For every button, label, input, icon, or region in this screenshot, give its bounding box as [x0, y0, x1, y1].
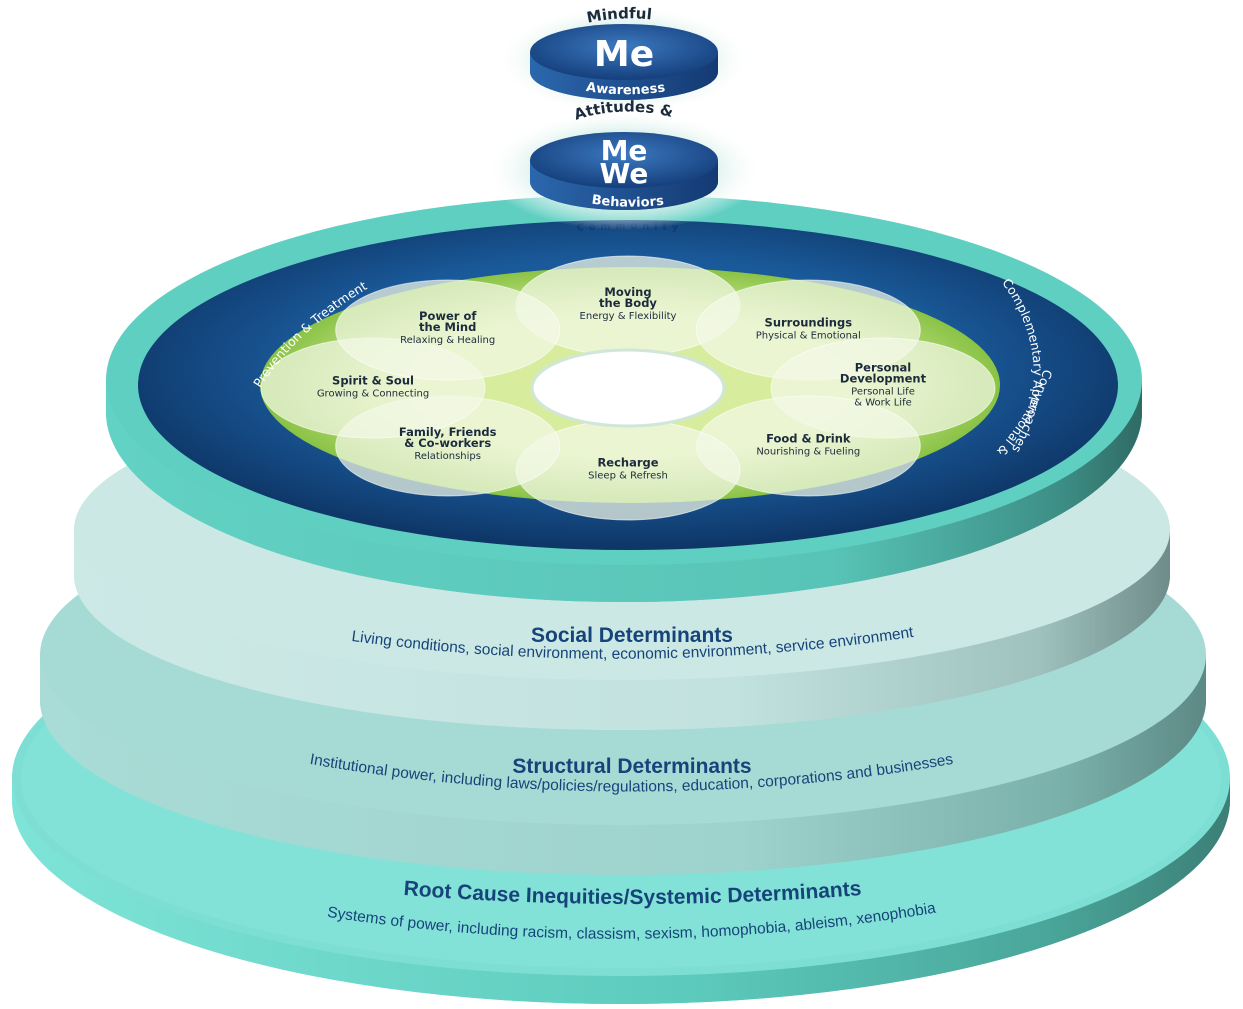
- petal-title: Family, Friends: [399, 425, 497, 439]
- petal-subtitle: Nourishing & Fueling: [756, 446, 860, 457]
- petal-title: Power of: [419, 309, 477, 323]
- petal-subtitle: Personal Life: [851, 387, 915, 398]
- social-tier-title: Social Determinants: [531, 624, 733, 647]
- mindful-disc-arc-bottom: Awareness: [585, 80, 666, 98]
- petal-title: & Co-workers: [404, 436, 491, 450]
- petal-subtitle: Sleep & Refresh: [588, 471, 668, 482]
- attitudes-disc-arc-bottom: Behaviors: [591, 193, 665, 211]
- mindful-disc-center: Me: [594, 34, 654, 75]
- petal-subtitle: Relationships: [414, 451, 481, 462]
- attitudes-disc-center-we: We: [600, 157, 649, 190]
- petal-subtitle: Relaxing & Healing: [400, 335, 495, 346]
- petal-subtitle: Energy & Flexibility: [580, 311, 677, 322]
- petal-title: Personal: [855, 361, 912, 375]
- structural-tier-title: Structural Determinants: [512, 755, 751, 778]
- wheel-hub: [530, 348, 726, 428]
- petal-title: Food & Drink: [766, 431, 851, 445]
- mindful-awareness-disc: Me Mindful Awareness: [496, 4, 752, 115]
- petal-title: Spirit & Soul: [332, 374, 414, 388]
- petal-title: the Mind: [419, 320, 476, 334]
- petal-title: Moving: [604, 285, 651, 299]
- attitudes-behaviors-disc: Me We Attitudes & Behaviors: [484, 98, 764, 230]
- petal-subtitle: & Work Life: [854, 398, 912, 409]
- petal-title: the Body: [599, 296, 657, 310]
- attitudes-disc-center-me: Me: [601, 134, 648, 167]
- petal-title: Development: [840, 372, 927, 386]
- petal-power-of-the-mind: [335, 279, 561, 381]
- petal-title: Recharge: [597, 456, 658, 470]
- petal-subtitle: Growing & Connecting: [317, 389, 429, 400]
- petal-title: Surroundings: [765, 316, 853, 330]
- petal-subtitle: Physical & Emotional: [756, 331, 861, 342]
